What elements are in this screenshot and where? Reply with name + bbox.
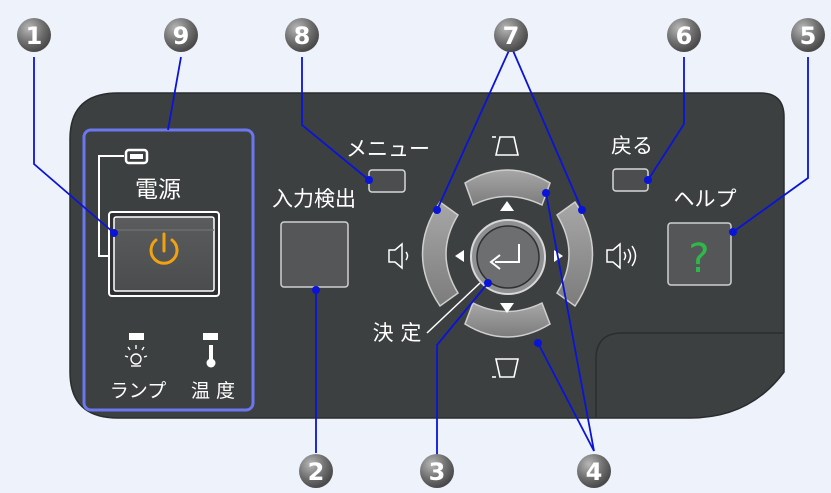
callout-line-7a <box>436 45 512 211</box>
keystone-top-icon <box>492 136 519 156</box>
temp-indicator <box>203 333 218 340</box>
lamp-label: ランプ <box>110 380 166 402</box>
power-icon <box>149 232 179 265</box>
svg-text:7: 7 <box>503 22 520 50</box>
enter-return-icon <box>489 244 520 270</box>
callout-line-4b <box>537 342 595 452</box>
help-button[interactable]: ? <box>667 222 732 286</box>
callout-line-9 <box>167 56 182 131</box>
arrow-left-icon <box>455 250 464 262</box>
callout-line-1 <box>33 57 115 234</box>
thermometer-icon <box>206 345 216 368</box>
callout-lines <box>33 45 809 455</box>
svg-text:9: 9 <box>173 22 190 50</box>
callout-badge-8: 8 <box>285 18 319 52</box>
svg-text:6: 6 <box>676 22 693 50</box>
enter-label: 決 定 <box>373 321 422 345</box>
callout-endpoints <box>110 176 737 347</box>
svg-text:8: 8 <box>294 22 311 50</box>
menu-button[interactable] <box>368 169 406 193</box>
back-label: 戻る <box>611 134 653 158</box>
help-icon: ? <box>688 236 709 282</box>
callout-line-6 <box>647 57 685 181</box>
keystone-down-button[interactable] <box>464 301 551 338</box>
enter-button[interactable] <box>470 219 546 295</box>
help-label: ヘルプ <box>674 187 737 211</box>
callout-badge-2: 2 <box>299 454 333 488</box>
callout-line-3 <box>436 282 489 455</box>
callout-badge-7: 7 <box>494 18 528 52</box>
callout-badge-5: 5 <box>791 18 825 52</box>
keystone-bottom-icon <box>492 358 519 378</box>
svg-text:1: 1 <box>26 22 43 50</box>
svg-text:5: 5 <box>800 22 817 50</box>
speaker-high-icon <box>606 242 637 270</box>
svg-text:4: 4 <box>586 458 603 486</box>
volume-down-button[interactable] <box>421 200 460 308</box>
speaker-low-icon <box>388 242 409 270</box>
enter-label-leader <box>426 282 481 334</box>
callout-line-4a <box>545 192 595 452</box>
arrow-down-icon <box>500 303 514 313</box>
callout-badge-4: 4 <box>577 454 611 488</box>
power-bracket <box>98 155 124 257</box>
menu-label: メニュー <box>346 137 430 161</box>
callout-badge-3: 3 <box>420 454 454 488</box>
svg-text:2: 2 <box>308 458 325 486</box>
source-search-label: 入力検出 <box>272 187 356 211</box>
power-button[interactable] <box>108 211 220 297</box>
temp-label: 温 度 <box>191 380 235 402</box>
callout-line-5 <box>732 57 809 233</box>
direction-pad <box>421 169 594 338</box>
svg-text:3: 3 <box>429 458 446 486</box>
arrow-up-icon <box>500 201 514 211</box>
callout-badge-6: 6 <box>667 18 701 52</box>
callout-badge-9: 9 <box>164 18 198 52</box>
power-label: 電源 <box>135 177 181 203</box>
source-search-button[interactable] <box>280 221 349 288</box>
lamp-icon <box>124 345 148 367</box>
callout-badge-1: 1 <box>17 18 51 52</box>
back-button[interactable] <box>612 168 649 192</box>
callout-line-7b <box>510 45 583 211</box>
lamp-indicator <box>129 333 144 340</box>
panel-corner-detail <box>595 332 784 418</box>
callout-line-8 <box>301 57 370 181</box>
